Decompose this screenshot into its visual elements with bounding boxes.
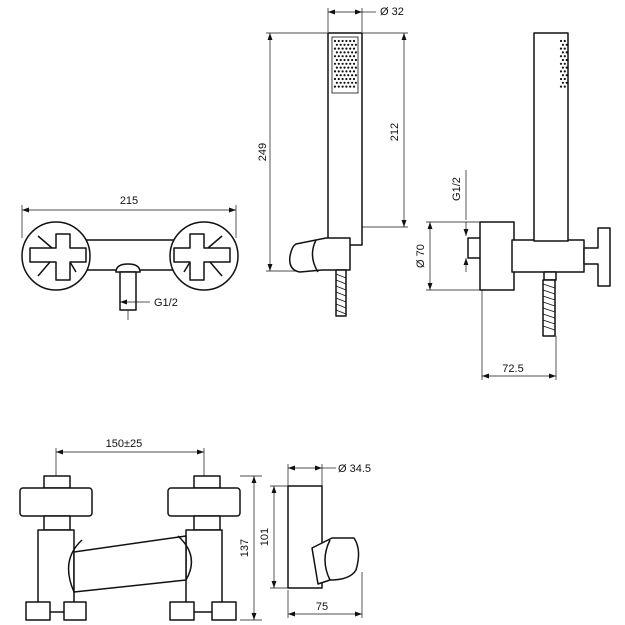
right-top-cap: [193, 475, 221, 489]
right-valve-body: [185, 529, 223, 613]
dim-label-handshower-height: 212: [389, 123, 401, 141]
dim-label-total-height: 249: [257, 143, 269, 161]
side-hose: [542, 279, 556, 337]
shower-hose: [335, 269, 347, 317]
right-cross-handle: [173, 233, 231, 281]
holder-detail-view: Ø 34.5 101 75: [259, 463, 371, 618]
outlet-pipe: [119, 271, 137, 311]
holder-cup: [311, 537, 360, 585]
mixer-side-view: G1/2 Ø 70 72.5: [415, 32, 611, 380]
dim-label-mixer-height: 137: [239, 539, 251, 557]
shower-holder: [288, 237, 351, 273]
dim-label-holder-diameter: Ø 34.5: [338, 463, 371, 475]
wall-rosette: [479, 221, 515, 291]
dim-label-projection: 72.5: [502, 363, 523, 375]
right-rosette-front: [167, 487, 241, 517]
left-rosette-front: [19, 487, 93, 517]
left-top-cap: [43, 475, 71, 489]
dim-label-holder-depth: 75: [316, 601, 328, 613]
left-collar: [43, 515, 71, 531]
thread-label-left: G1/2: [154, 297, 178, 309]
spray-face: [331, 36, 359, 94]
left-bottom-handle: [25, 601, 87, 621]
dim-label-rosette-diameter: Ø 70: [415, 244, 427, 268]
dim-label-overall-width: 215: [120, 195, 138, 207]
mixer-bar-front: [73, 535, 187, 593]
handshower-side: [533, 32, 569, 242]
dim-label-handshower-diameter: Ø 32: [380, 6, 404, 18]
thread-label-side: G1/2: [451, 177, 463, 201]
outlet-connector: [115, 263, 141, 273]
mixer-front-view: 150±25 137: [19, 438, 262, 621]
dim-label-centres: 150±25: [106, 438, 143, 450]
spray-nozzles-side: [559, 39, 568, 88]
spray-nozzles: [333, 39, 357, 88]
hose-nut: [543, 271, 557, 281]
left-cross-handle: [29, 233, 87, 281]
handshower-body: [327, 32, 363, 246]
side-cross-handle: [583, 227, 611, 287]
dim-label-holder-height: 101: [259, 528, 271, 546]
right-bottom-handle: [169, 601, 237, 621]
handshower-front-view: Ø 32 249 212: [257, 6, 408, 317]
mixer-top-view: 215 G1/2: [21, 195, 239, 320]
mixer-body-side: [511, 239, 585, 273]
right-collar: [193, 515, 221, 531]
